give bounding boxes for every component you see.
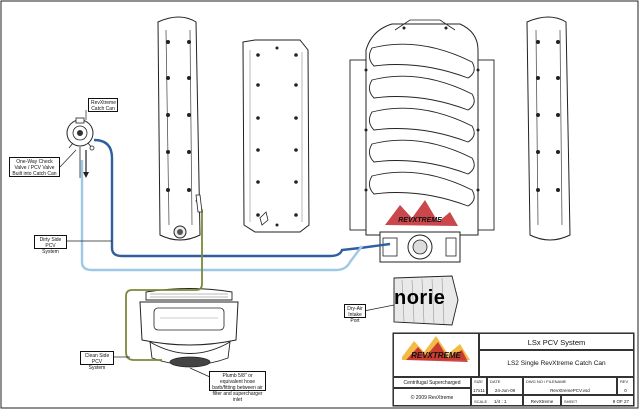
supercharger [139, 288, 239, 368]
rev-label: REV [620, 379, 629, 384]
subtitle-text: LS2 Single RevXtreme Catch Can [507, 360, 606, 367]
copyright-text: © 2009 RevXtreme [410, 395, 454, 401]
rev-value: 0 [624, 388, 627, 393]
scale-value: 1/4 : 1 [494, 399, 507, 404]
check-valve-callout: One-Way Check Valve / PCV Valve Built in… [9, 157, 60, 177]
title-block-copyright: © 2009 RevXtreme [393, 388, 471, 406]
title-block-subtitle: LS2 Single RevXtreme Catch Can [479, 350, 634, 377]
date-value: 24-Jun-09 [494, 388, 516, 393]
clean-side-hose [125, 199, 203, 361]
title-block-application: Centrifugal Supercharged [393, 377, 471, 388]
sheet-cell: SHEET 9 OF 27 [561, 395, 634, 406]
manifold-logo-text: REVXTREME [398, 217, 442, 224]
dwg-cell: DWG NO / FILENAME RevXtremePCV.vsd [523, 377, 617, 395]
right-valve-cover [526, 16, 571, 241]
intake-tube [393, 275, 459, 326]
size-label: SIZE [474, 379, 483, 384]
system-title-text: LSx PCV System [527, 338, 586, 347]
title-block-logo-cell [393, 333, 479, 377]
dwg-value: RevXtremePCV.vsd [550, 388, 590, 393]
clean-side-callout: Clean Side PCV System [80, 351, 114, 371]
revxtreme-logo: REVXTREME [402, 336, 470, 362]
dirty-side-callout: Dirty Side PCV System [34, 235, 67, 255]
valley-cover-plate [242, 39, 310, 233]
date-cell: DATE 24-Jun-09 [487, 377, 523, 395]
plumb-callout: Plumb 5/8" or equivalent hose barb/fitti… [209, 371, 266, 403]
pcv-light-hose [80, 160, 363, 272]
catch-can [66, 117, 95, 178]
logo-text: REVXTREME [411, 351, 461, 360]
size-value: 17x11 [473, 388, 485, 393]
manifold-logo: REVXTREME [385, 200, 458, 226]
intake-manifold: REVXTREME [349, 19, 495, 263]
scale-cell: SCALE 1/4 : 1 [471, 395, 523, 406]
sheet-label: SHEET [564, 399, 578, 404]
title-block: LSx PCV System LS2 Single RevXtreme Catc… [393, 333, 634, 406]
dwg-label: DWG NO / FILENAME [526, 379, 567, 384]
date-label: DATE [490, 379, 501, 384]
rev-cell: REV 0 [617, 377, 634, 395]
dirty-side-hose [93, 138, 391, 258]
company-text: RevXtreme [530, 399, 554, 404]
catch-can-callout: RevXtreme Catch Can [88, 98, 118, 112]
dry-air-callout: Dry-Air Intake Port [344, 304, 366, 324]
sheet-value: 9 OF 27 [612, 399, 629, 404]
application-text: Centrifugal Supercharged [403, 380, 461, 386]
left-valve-cover [157, 16, 201, 241]
title-block-system-title: LSx PCV System [479, 333, 634, 350]
valve-cover-fitting [195, 194, 203, 213]
watermark-text: norie [394, 287, 446, 309]
scale-label: SCALE [474, 399, 488, 404]
company-cell: RevXtreme [523, 395, 561, 406]
size-cell: SIZE 17x11 [471, 377, 487, 395]
